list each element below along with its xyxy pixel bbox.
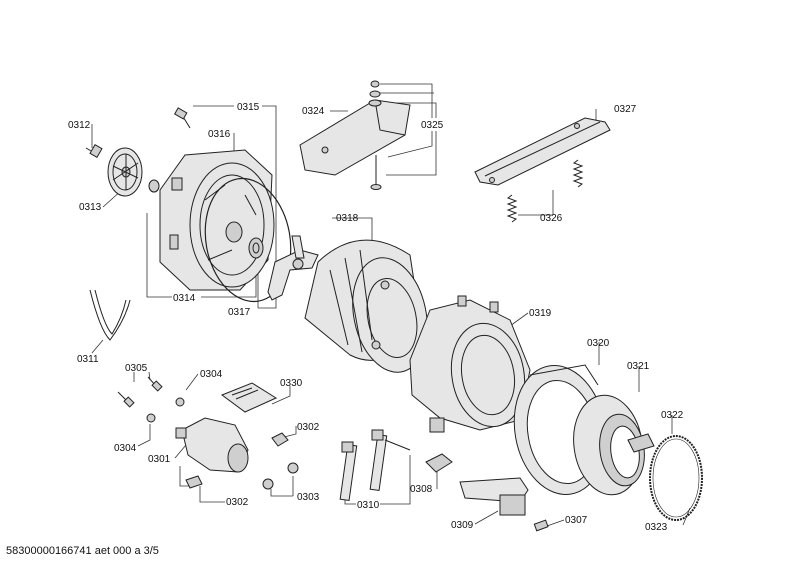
part-0315-gasket-ring: [204, 177, 292, 303]
label-0308: 0308: [410, 484, 433, 495]
label-0322: 0322: [661, 410, 684, 421]
label-0303: 0303: [297, 492, 320, 503]
part-0327-cross-brace: [474, 117, 611, 186]
part-0318-drum: [304, 239, 428, 373]
label-0311: 0311: [77, 354, 99, 365]
part-0303-plugs: [262, 462, 299, 490]
label-0326: 0326: [540, 213, 563, 224]
label-0327: 0327: [614, 104, 637, 115]
label-0304-bottom: 0304: [114, 443, 137, 454]
label-0323: 0323: [645, 522, 668, 533]
part-0317-drum-spider: [267, 235, 319, 301]
label-0319: 0319: [529, 308, 552, 319]
label-0321: 0321: [627, 361, 650, 372]
part-0313-pulley: [107, 147, 160, 197]
label-0330: 0330: [280, 378, 303, 389]
label-0325: 0325: [421, 120, 444, 131]
label-0318: 0318: [336, 213, 359, 224]
part-0321-door-seal: [573, 394, 645, 496]
label-0302-top: 0302: [297, 422, 320, 433]
label-0314: 0314: [173, 293, 196, 304]
part-0322-clamp: [627, 433, 655, 453]
label-0324: 0324: [302, 106, 325, 117]
part-0309-heater: [459, 477, 529, 516]
label-0310: 0310: [357, 500, 380, 511]
label-0317: 0317: [228, 307, 251, 318]
part-0301-motor: [175, 417, 249, 473]
label-0313: 0313: [79, 202, 102, 213]
part-0319-front-tub: [409, 295, 531, 433]
part-0323-clamp-spring: [649, 435, 703, 521]
part-0308-bracket: [425, 453, 453, 473]
label-0320: 0320: [587, 338, 610, 349]
label-0307: 0307: [565, 515, 588, 526]
drawing-number: 58300000166741 aet 000 a 3/5: [6, 545, 159, 557]
part-0305-screws: [117, 376, 163, 408]
part-0325-fixings: [368, 80, 382, 190]
part-0330-document-pack: [220, 382, 278, 413]
position-labels: 0312 0313 0315 0316 0314 0317 0318 0324 …: [68, 102, 684, 533]
label-0304-top: 0304: [200, 369, 223, 380]
part-0304-plugs: [146, 397, 185, 423]
label-0312: 0312: [68, 120, 91, 131]
label-0305: 0305: [125, 363, 148, 374]
label-0315: 0315: [237, 102, 260, 113]
part-0316-rear-tub: [159, 107, 275, 291]
part-0326-suspension-springs: [506, 159, 584, 223]
part-0314-bearing: [248, 237, 264, 259]
part-0310-shock-absorbers: [339, 429, 411, 501]
label-0302-bottom: 0302: [226, 497, 249, 508]
label-0301: 0301: [148, 454, 171, 465]
part-0311-drive-belt: [89, 289, 131, 341]
part-0312-screw: [85, 143, 103, 159]
part-0307-ntc-sensor: [533, 519, 549, 532]
label-0316: 0316: [208, 129, 231, 140]
label-0309: 0309: [451, 520, 474, 531]
part-0302-clips: [185, 432, 289, 489]
